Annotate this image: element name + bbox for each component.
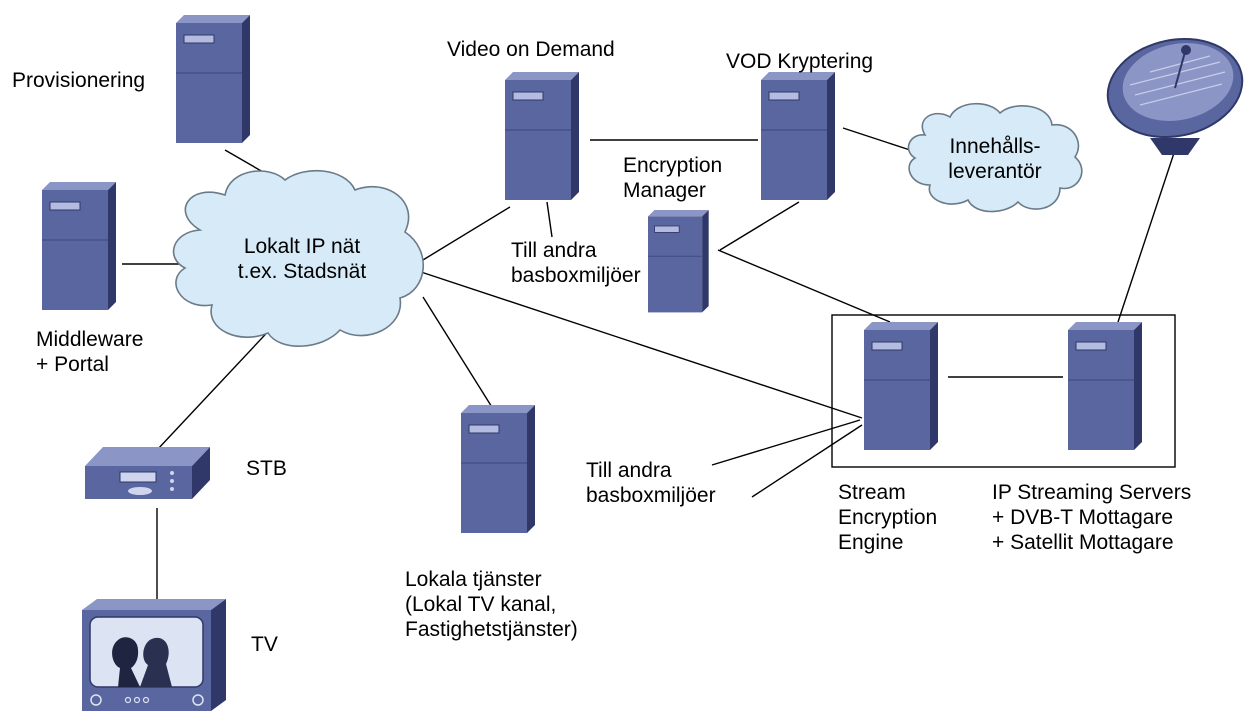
vod-server-icon — [504, 71, 580, 201]
local-services-label-line-2: (Lokal TV kanal, — [405, 593, 557, 616]
middleware-label-line-2: + Portal — [36, 353, 109, 376]
link-other-envs-stream-engine-1 — [711, 419, 861, 466]
link-vod-other-envs — [546, 201, 553, 238]
tv-icon — [82, 599, 226, 711]
satellite-dish-icon — [1106, 37, 1244, 155]
ip-streaming-server-icon — [1067, 321, 1143, 451]
local-services-server-icon — [460, 404, 536, 534]
middleware-server-icon — [41, 181, 117, 311]
link-network-local-services — [422, 296, 496, 413]
stream-encryption-engine-server-icon — [863, 321, 939, 451]
stb-device-icon — [85, 447, 210, 499]
stream-encryption-engine-label-line-2: Encryption — [838, 506, 938, 529]
stream-encryption-engine-label-line-1: Stream — [838, 481, 906, 504]
local-services-label: Lokala tjänster (Lokal TV kanal, Fastigh… — [405, 567, 578, 642]
provisioning-server-icon — [175, 14, 251, 144]
stream-encryption-engine-label-line-3: Engine — [838, 531, 904, 554]
link-vod-encryption-encryption-manager — [719, 201, 800, 251]
other-envs-top-label: Till andra basboxmiljöer — [511, 238, 641, 288]
link-network-stream-engine — [417, 270, 863, 419]
vod-encryption-label: VOD Kryptering — [726, 50, 874, 73]
stream-encryption-engine-label: Stream Encryption Engine — [838, 480, 937, 555]
local-ip-network-label-line-1: Lokalt IP nät — [243, 235, 361, 258]
stb-label: STB — [246, 457, 287, 480]
middleware-label: Middleware + Portal — [36, 327, 143, 377]
content-provider-label-line-1: Innehålls- — [949, 135, 1041, 158]
encryption-manager-label-line-1: Encryption — [623, 154, 723, 177]
content-provider-cloud — [907, 102, 1083, 213]
other-envs-top-label-line-2: basboxmiljöer — [511, 264, 641, 287]
other-envs-bottom-label-line-2: basboxmiljöer — [586, 484, 716, 507]
connections — [122, 127, 1176, 602]
encryption-manager-label: Encryption Manager — [623, 153, 722, 203]
link-streaming-servers-satellite — [1117, 149, 1176, 323]
encryption-manager-label-line-2: Manager — [623, 179, 706, 202]
local-services-label-line-3: Fastighetstjänster) — [405, 618, 578, 641]
vod-label: Video on Demand — [447, 38, 615, 61]
other-envs-top-label-line-1: Till andra — [511, 239, 597, 262]
other-envs-bottom-label-line-1: Till andra — [586, 459, 672, 482]
content-provider-label: Innehålls- leverantör — [930, 134, 1060, 184]
provisioning-label: Provisionering — [12, 69, 146, 92]
encryption-manager-server-icon — [647, 209, 710, 314]
ip-streaming-servers-label-line-3: + Satellit Mottagare — [992, 531, 1174, 554]
link-other-envs-stream-engine-2 — [751, 424, 863, 498]
link-network-stb — [156, 321, 278, 451]
middleware-label-line-1: Middleware — [36, 328, 144, 351]
ip-streaming-servers-label-line-2: + DVB-T Mottagare — [992, 506, 1174, 529]
link-encryption-manager-stream-engine — [717, 249, 891, 323]
local-services-label-line-1: Lokala tjänster — [405, 568, 542, 591]
tv-label: TV — [251, 633, 278, 656]
local-ip-network-cloud — [172, 169, 425, 347]
content-provider-label-line-2: leverantör — [948, 160, 1042, 183]
ip-streaming-servers-label: IP Streaming Servers + DVB-T Mottagare +… — [992, 480, 1191, 555]
local-ip-network-label: Lokalt IP nät t.ex. Stadsnät — [217, 234, 387, 284]
vod-encryption-server-icon — [760, 71, 836, 201]
streaming-rack-box — [831, 314, 1176, 468]
link-vod-encryption-content-provider — [842, 127, 911, 151]
ip-streaming-servers-label-line-1: IP Streaming Servers — [992, 481, 1192, 504]
local-ip-network-label-line-2: t.ex. Stadsnät — [237, 260, 367, 283]
other-envs-bottom-label: Till andra basboxmiljöer — [586, 458, 716, 508]
link-network-vod — [417, 206, 511, 264]
